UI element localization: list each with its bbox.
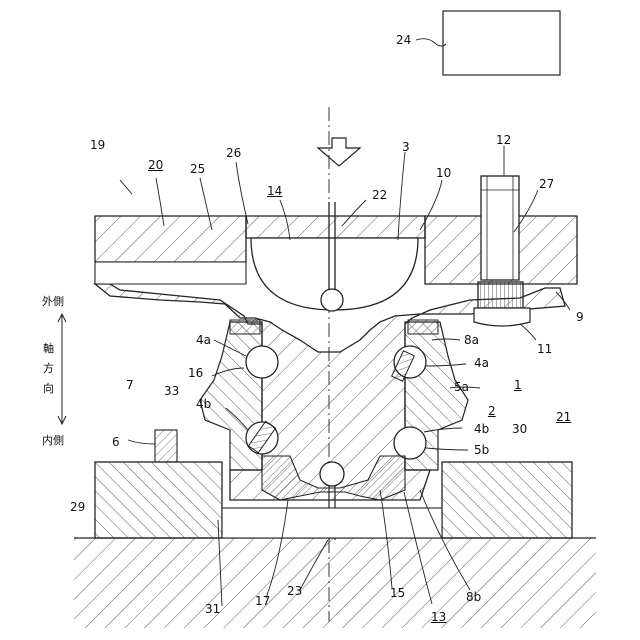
ball-lower-right <box>394 427 426 459</box>
load-arrow <box>318 138 360 166</box>
label-9: 9 <box>576 310 584 324</box>
bolt-head-cap <box>474 308 530 326</box>
label-25: 25 <box>190 162 205 176</box>
label-8b: 8b <box>466 590 481 604</box>
label-21: 21 <box>556 410 571 424</box>
label-7: 7 <box>126 378 134 392</box>
label-6: 6 <box>112 435 120 449</box>
controller-box <box>443 11 560 75</box>
flange-left <box>95 262 246 284</box>
bolt-head <box>478 282 523 308</box>
seal-upper-left <box>230 320 260 334</box>
support-block-left <box>95 462 222 538</box>
axis-axial-char-2: 方 <box>43 362 54 376</box>
label-4b-left: 4b <box>196 397 211 411</box>
label-1: 1 <box>514 378 522 392</box>
label-8a: 8a <box>464 333 479 347</box>
label-31: 31 <box>205 602 220 616</box>
label-13: 13 <box>431 610 446 624</box>
axis-outer-label: 外側 <box>42 295 64 309</box>
label-4a-right: 4a <box>474 356 489 370</box>
label-22: 22 <box>372 188 387 202</box>
axis-axial-char-3: 向 <box>43 382 54 396</box>
label-23: 23 <box>287 584 302 598</box>
base-plate <box>74 538 596 628</box>
label-19: 19 <box>90 138 105 152</box>
label-5b: 5b <box>474 443 489 457</box>
upper-ball <box>321 289 343 311</box>
label-16: 16 <box>188 366 203 380</box>
label-26: 26 <box>226 146 241 160</box>
ball-upper-left <box>246 346 278 378</box>
label-27: 27 <box>539 177 554 191</box>
seal-upper-right <box>408 320 438 334</box>
label-15: 15 <box>390 586 405 600</box>
label-20: 20 <box>148 158 163 172</box>
support-block-right <box>442 462 572 538</box>
pin <box>155 430 177 462</box>
lower-ball <box>320 462 344 486</box>
axis-inner-label: 内側 <box>42 434 64 448</box>
label-4a-left: 4a <box>196 333 211 347</box>
axis-axial-char-1: 軸 <box>43 342 54 356</box>
label-29: 29 <box>70 500 85 514</box>
label-17: 17 <box>255 594 270 608</box>
label-14: 14 <box>267 184 282 198</box>
upper-plate-left <box>95 216 246 262</box>
label-4b-right: 4b <box>474 422 489 436</box>
label-5a: 5a <box>454 380 469 394</box>
label-12: 12 <box>496 133 511 147</box>
label-24: 24 <box>396 33 411 47</box>
label-30: 30 <box>512 422 527 436</box>
label-3: 3 <box>402 140 410 154</box>
label-10: 10 <box>436 166 451 180</box>
label-33: 33 <box>164 384 179 398</box>
label-11: 11 <box>537 342 552 356</box>
label-2: 2 <box>488 404 496 418</box>
